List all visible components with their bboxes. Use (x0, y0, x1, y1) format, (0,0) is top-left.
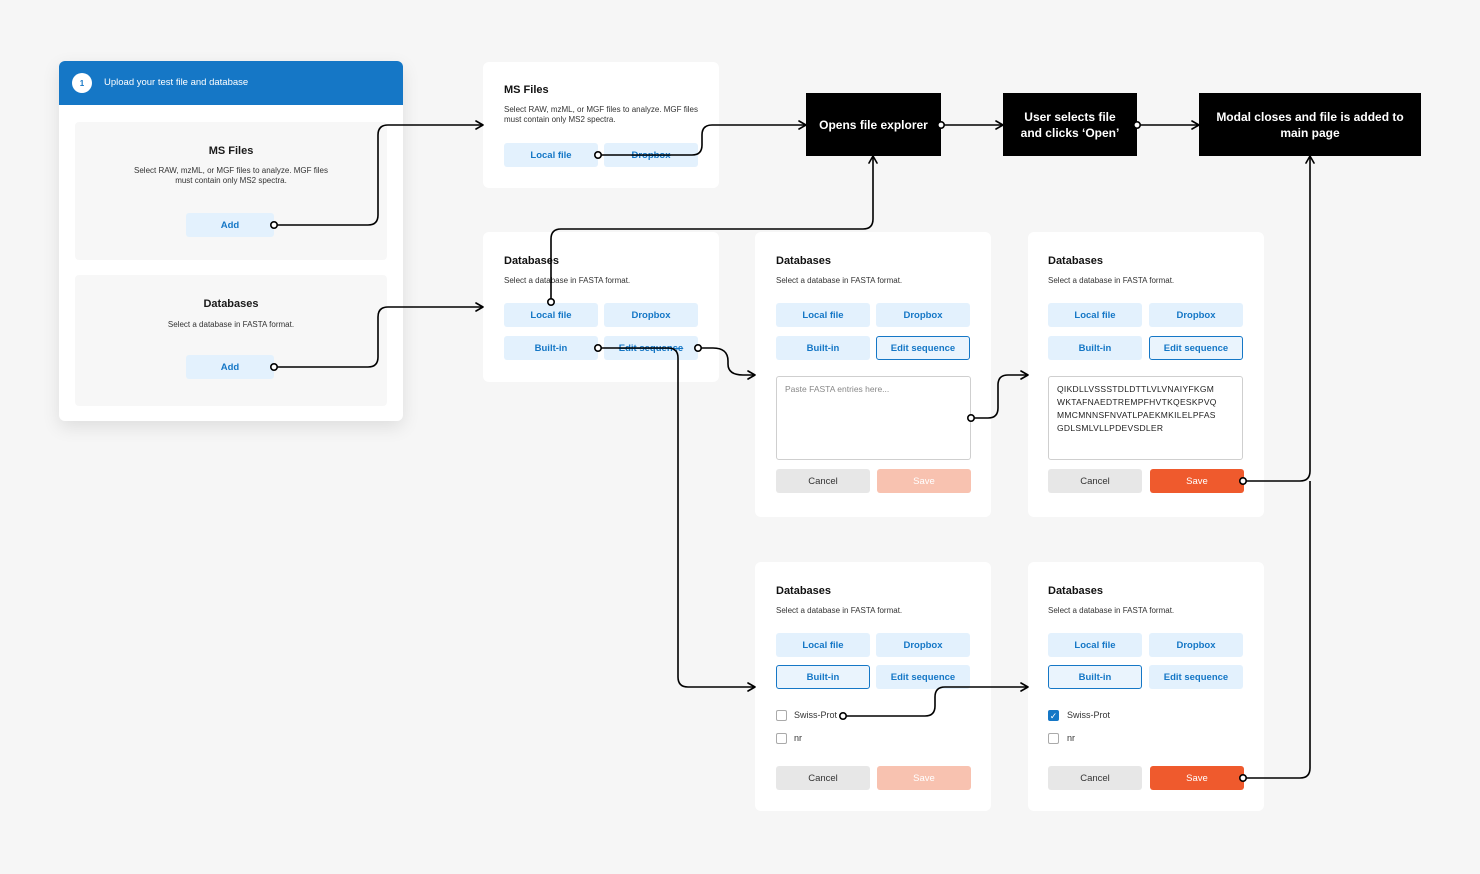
edit-sequence-button[interactable]: Edit sequence (1149, 665, 1243, 689)
step-number: 1 (79, 78, 85, 88)
cancel-button[interactable]: Cancel (776, 469, 870, 493)
step-header: 1 Upload your test file and database (59, 61, 403, 105)
modal-title: MS Files (504, 84, 549, 96)
databases-modal-initial: Databases Select a database in FASTA for… (483, 232, 719, 382)
flow-step-opens-file-explorer: Opens file explorer (806, 93, 941, 156)
modal-title: Databases (504, 255, 560, 267)
flow-step-modal-closes: Modal closes and file is added to main p… (1199, 93, 1421, 156)
fasta-textarea[interactable]: QIKDLLVSSSTDLDTTLVLVNAIYFKGM WKTAFNAEDTR… (1048, 376, 1243, 460)
edit-sequence-button[interactable]: Edit sequence (876, 665, 970, 689)
modal-description: Select a database in FASTA format. (776, 276, 903, 285)
databases-modal-edit-filled: Databases Select a database in FASTA for… (1028, 232, 1264, 517)
modal-title: Databases (776, 585, 832, 597)
fasta-textarea[interactable]: Paste FASTA entries here... (776, 376, 971, 460)
modal-description: Select a database in FASTA format. (1048, 606, 1175, 615)
nr-checkbox[interactable] (1048, 733, 1059, 744)
save-button[interactable]: Save (1150, 469, 1244, 493)
local-file-button[interactable]: Local file (776, 633, 870, 657)
built-in-button[interactable]: Built-in (776, 665, 870, 689)
modal-title: Databases (1048, 255, 1104, 267)
databases-modal-edit-empty: Databases Select a database in FASTA for… (755, 232, 991, 517)
built-in-button[interactable]: Built-in (1048, 336, 1142, 360)
databases-modal-builtin-checked: Databases Select a database in FASTA for… (1028, 562, 1264, 811)
swiss-prot-label: Swiss-Prot (794, 710, 838, 720)
check-icon: ✓ (1049, 711, 1058, 721)
dropbox-button[interactable]: Dropbox (1149, 633, 1243, 657)
built-in-button[interactable]: Built-in (776, 336, 870, 360)
step-number-badge: 1 (72, 73, 92, 93)
databases-section: Databases Select a database in FASTA for… (75, 275, 387, 406)
dropbox-button[interactable]: Dropbox (604, 303, 698, 327)
dropbox-button[interactable]: Dropbox (1149, 303, 1243, 327)
edit-sequence-button[interactable]: Edit sequence (1149, 336, 1243, 360)
ms-files-add-button[interactable]: Add (186, 213, 274, 237)
databases-heading: Databases (203, 298, 259, 310)
modal-description: Select a database in FASTA format. (776, 606, 903, 615)
nr-label: nr (1067, 733, 1076, 743)
local-file-button[interactable]: Local file (504, 303, 598, 327)
local-file-button[interactable]: Local file (504, 143, 598, 167)
nr-checkbox[interactable] (776, 733, 787, 744)
save-button[interactable]: Save (1150, 766, 1244, 790)
dropbox-button[interactable]: Dropbox (876, 633, 970, 657)
databases-description: Select a database in FASTA format. (167, 320, 295, 329)
modal-description: Select a database in FASTA format. (1048, 276, 1175, 285)
databases-add-button[interactable]: Add (186, 355, 274, 379)
nr-label: nr (794, 733, 803, 743)
dropbox-button[interactable]: Dropbox (876, 303, 970, 327)
cancel-button[interactable]: Cancel (1048, 469, 1142, 493)
ms-files-description: Select RAW, mzML, or MGF files to analyz… (134, 166, 328, 185)
built-in-button[interactable]: Built-in (504, 336, 598, 360)
ms-files-section: MS Files Select RAW, mzML, or MGF files … (75, 122, 387, 260)
swiss-prot-checkbox-checked[interactable]: ✓ (1048, 710, 1059, 721)
local-file-button[interactable]: Local file (1048, 303, 1142, 327)
connector-builtin-to-builtin-modal (598, 347, 756, 692)
flow-step-user-selects-file: User selects file and clicks ‘Open’ (1003, 93, 1137, 156)
swiss-prot-checkbox[interactable] (776, 710, 787, 721)
modal-title: Databases (1048, 585, 1104, 597)
ms-files-modal: MS Files Select RAW, mzML, or MGF files … (483, 62, 719, 188)
modal-title: Databases (776, 255, 832, 267)
local-file-button[interactable]: Local file (1048, 633, 1142, 657)
step-title: Upload your test file and database (104, 77, 249, 88)
dropbox-button[interactable]: Dropbox (604, 143, 698, 167)
modal-description: Select a database in FASTA format. (504, 276, 631, 285)
ms-files-heading: MS Files (208, 145, 254, 157)
cancel-button[interactable]: Cancel (776, 766, 870, 790)
built-in-button[interactable]: Built-in (1048, 665, 1142, 689)
save-button-disabled[interactable]: Save (877, 766, 971, 790)
cancel-button[interactable]: Cancel (1048, 766, 1142, 790)
swiss-prot-label: Swiss-Prot (1067, 710, 1111, 720)
edit-sequence-button[interactable]: Edit sequence (876, 336, 970, 360)
modal-description: Select RAW, mzML, or MGF files to analyz… (504, 105, 698, 124)
databases-modal-builtin-empty: Databases Select a database in FASTA for… (755, 562, 991, 811)
save-button-disabled[interactable]: Save (877, 469, 971, 493)
upload-step-card: 1 Upload your test file and database MS … (59, 61, 403, 421)
edit-sequence-button[interactable]: Edit sequence (604, 336, 698, 360)
local-file-button[interactable]: Local file (776, 303, 870, 327)
